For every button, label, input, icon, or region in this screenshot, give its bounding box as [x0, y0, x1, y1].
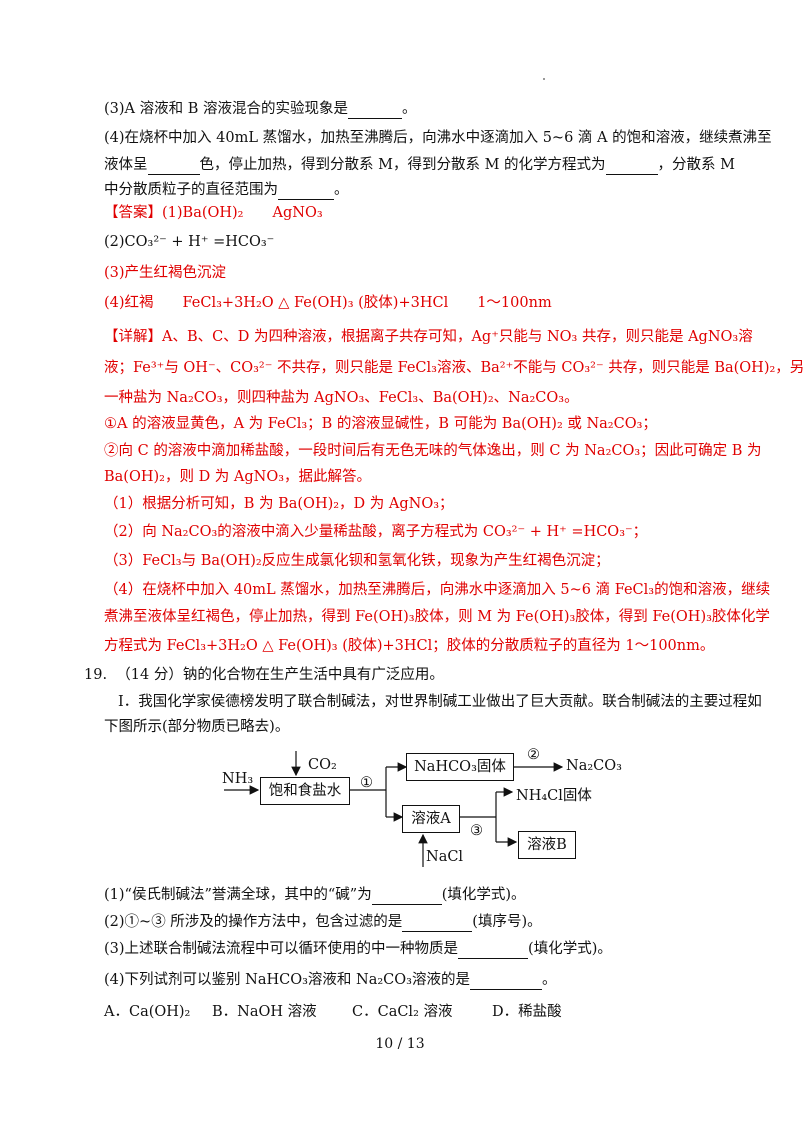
label-na2co3: Na₂CO₃ — [566, 758, 622, 774]
q19-part3: (3)上述联合制碱法流程中可以循环使用的中一种物质是(填化学式)。 — [104, 941, 612, 959]
question-score: （14 分） — [116, 667, 183, 683]
box-saturated-brine: 饱和食盐水 — [260, 777, 350, 805]
answer-blank — [348, 104, 402, 119]
q19-part1: (1)“侯氏制碱法”誉满全球，其中的“碱”为(填化学式)。 — [104, 887, 526, 905]
detail-line1: 【详解】A、B、C、D 为四种溶液，根据离子共存可知，Ag⁺只能与 NO₃ 共存… — [104, 329, 753, 345]
answer-tag: 【答案】 — [104, 205, 162, 221]
answer-line1: 【答案】(1)Ba(OH)₂ AgNO₃ — [104, 205, 323, 221]
answer-blank — [458, 944, 529, 959]
label-nh3: NH₃ — [222, 771, 254, 787]
answer-blank — [402, 917, 473, 932]
detail-line7: （1）根据分析可知，B 为 Ba(OH)₂，D 为 AgNO₃； — [104, 496, 454, 512]
box-solution-b: 溶液B — [518, 831, 576, 859]
detail-line6: Ba(OH)₂，则 D 为 AgNO₃，据此解答。 — [104, 469, 372, 485]
answer-blank — [278, 185, 334, 200]
q18-item4-line3: 中分散质粒子的直径范围为。 — [104, 182, 349, 200]
detail-line2: 液；Fe³⁺与 OH⁻、CO₃²⁻ 不共存，则只能是 FeCl₃溶液、Ba²⁺不… — [104, 360, 804, 376]
q19-intro-line1: I．我国化学家侯德榜发明了联合制碱法，对世界制碱工业做出了巨大贡献。联合制碱法的… — [118, 694, 762, 710]
q19-part4: (4)下列试剂可以鉴别 NaHCO₃溶液和 Na₂CO₃溶液的是。 — [104, 972, 557, 990]
answer-line2: (2)CO₃²⁻ + H⁺ =HCO₃⁻ — [104, 234, 275, 250]
detail-line11: 煮沸至液体呈红褐色，停止加热，得到 Fe(OH)₃胶体，则 M 为 Fe(OH)… — [104, 609, 770, 625]
stray-dot — [543, 78, 545, 80]
label-step2: ② — [527, 747, 540, 763]
detail-line8: （2）向 Na₂CO₃的溶液中滴入少量稀盐酸，离子方程式为 CO₃²⁻ + H⁺… — [104, 524, 648, 540]
q18-item3: (3)A 溶液和 B 溶液混合的实验现象是。 — [104, 101, 417, 119]
q19-part2: (2)①~③ 所涉及的操作方法中，包含过滤的是(填序号)。 — [104, 914, 542, 932]
option-b: B．NaOH 溶液 — [212, 1004, 317, 1020]
answer-line4: (4)红褐 FeCl₃+3H₂O △ Fe(OH)₃ (胶体)+3HCl 1～1… — [104, 295, 552, 311]
answer-line3: (3)产生红褐色沉淀 — [104, 265, 227, 281]
q19-heading: 19. （14 分）钠的化合物在生产生活中具有广泛应用。 — [84, 667, 444, 683]
answer-blank — [605, 160, 658, 175]
detail-line9: （3）FeCl₃与 Ba(OH)₂反应生成氯化钡和氢氧化铁，现象为产生红褐色沉淀… — [104, 553, 610, 569]
option-c: C．CaCl₂ 溶液 — [352, 1004, 453, 1020]
option-d: D．稀盐酸 — [492, 1004, 562, 1020]
q19-intro-line2: 下图所示(部分物质已略去)。 — [104, 719, 290, 735]
flow-arrows — [224, 751, 564, 867]
label-nacl: NaCl — [426, 849, 464, 865]
box-nahco3-solid: NaHCO₃固体 — [406, 753, 514, 781]
flow-diagram: NH₃ CO₂ 饱和食盐水 ① NaHCO₃固体 ② Na₂CO₃ 溶液A NH… — [216, 745, 656, 875]
detail-tag: 【详解】 — [104, 329, 162, 345]
q18-item4-line1: (4)在烧杯中加入 40mL 蒸馏水，加热至沸腾后，向沸水中逐滴加入 5~6 滴… — [104, 130, 772, 146]
page-number: 10 / 13 — [375, 1036, 425, 1052]
option-a: A．Ca(OH)₂ — [104, 1004, 191, 1020]
answer-blank — [147, 160, 200, 175]
answer-blank — [469, 975, 542, 990]
answer-blank — [371, 890, 442, 905]
label-nh4cl-solid: NH₄Cl固体 — [516, 788, 592, 804]
box-solution-a: 溶液A — [402, 805, 460, 833]
q18-item4-line2: 液体呈色，停止加热，得到分散系 M，得到分散系 M 的化学方程式为，分散系 M — [104, 157, 735, 175]
detail-line3: 一种盐为 Na₂CO₃，则四种盐为 AgNO₃、FeCl₃、Ba(OH)₂、Na… — [104, 390, 579, 406]
label-co2: CO₂ — [308, 757, 337, 773]
label-step3: ③ — [470, 823, 483, 839]
detail-line12: 方程式为 FeCl₃+3H₂O △ Fe(OH)₃ (胶体)+3HCl；胶体的分… — [104, 638, 715, 654]
question-number: 19. — [84, 667, 108, 683]
detail-line10: （4）在烧杯中加入 40mL 蒸馏水，加热至沸腾后，向沸水中逐滴加入 5~6 滴… — [104, 582, 771, 598]
label-step1: ① — [360, 775, 373, 791]
detail-line4: ①A 的溶液显黄色，A 为 FeCl₃；B 的溶液显碱性，B 可能为 Ba(OH… — [104, 416, 657, 432]
detail-line5: ②向 C 的溶液中滴加稀盐酸，一段时间后有无色无味的气体逸出，则 C 为 Na₂… — [104, 443, 762, 459]
